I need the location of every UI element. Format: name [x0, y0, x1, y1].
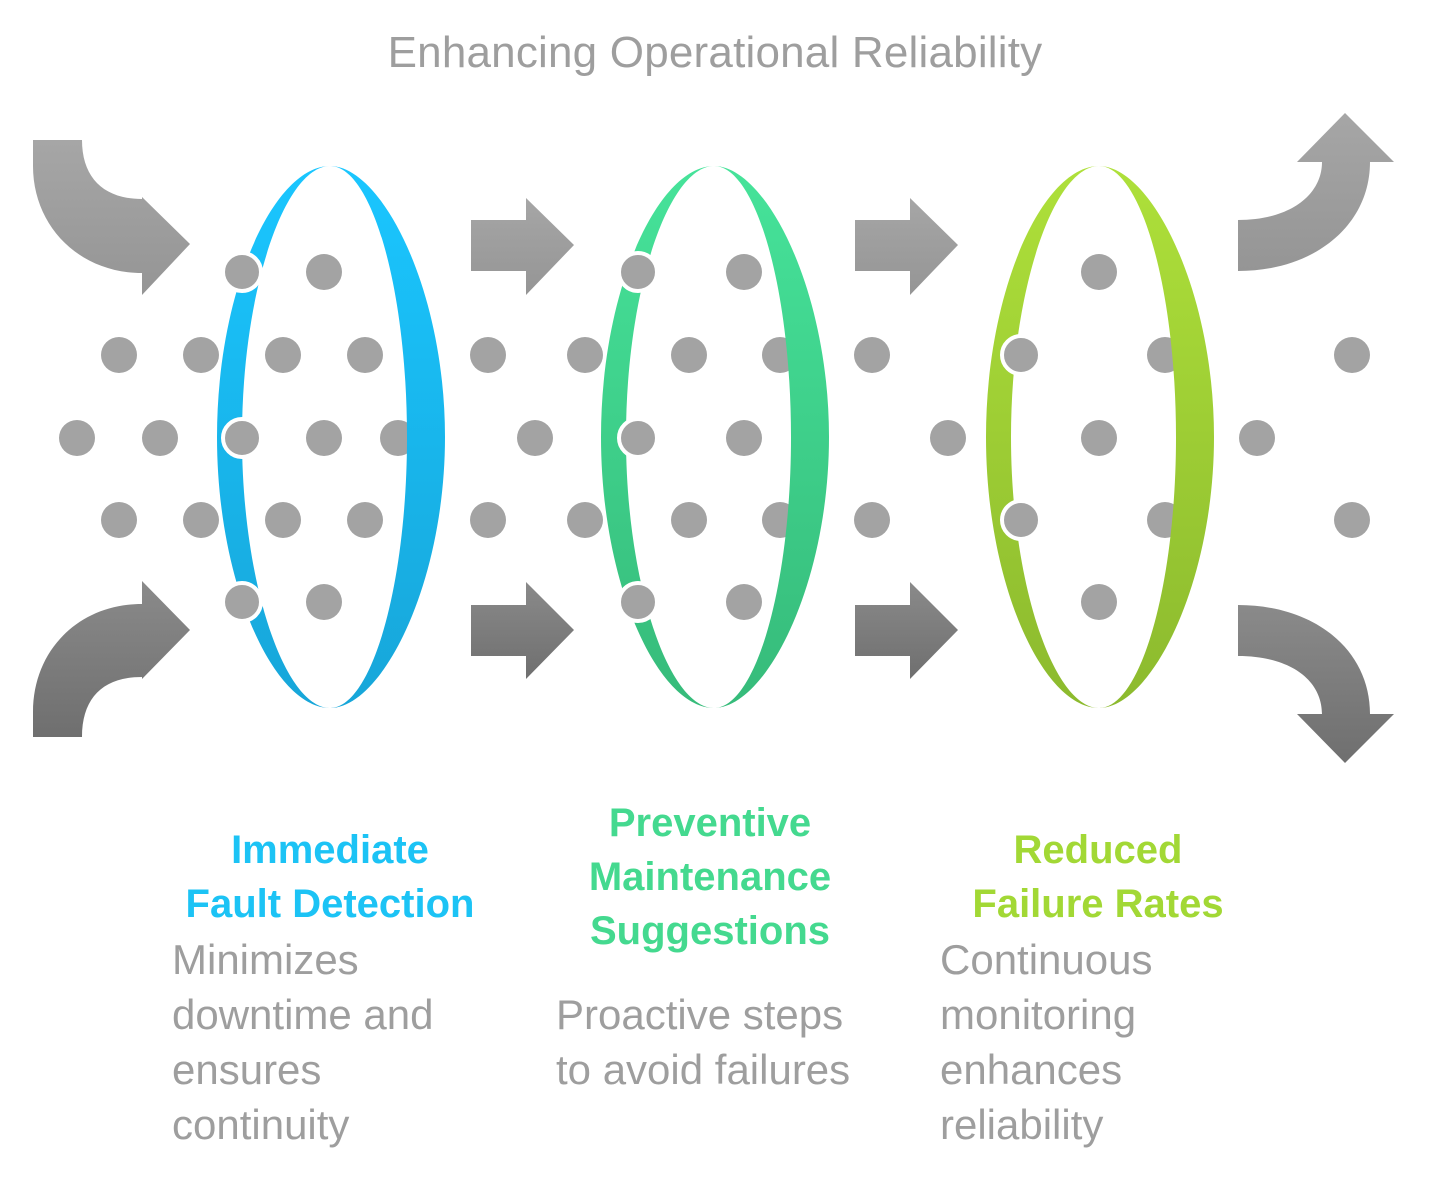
stage-heading-preventive-maintenance: Preventive Maintenance Suggestions [588, 801, 832, 953]
particle-dot [726, 584, 762, 620]
arrows [33, 113, 1394, 763]
stage-heading-fault-detection: Immediate Fault Detection [185, 828, 475, 926]
rings-front [330, 166, 1214, 708]
particle-dot [671, 502, 707, 538]
particle-dot [470, 502, 506, 538]
right-arrow-icon [471, 582, 574, 679]
particle-dot [306, 254, 342, 290]
funnel-graphic [33, 113, 1394, 763]
particle-dot [265, 502, 301, 538]
particle-dot [59, 420, 95, 456]
stage-heading-reduced-failure-rates: Reduced Failure Rates [972, 828, 1224, 926]
particle-dot [567, 502, 603, 538]
ring-marker-dot [221, 581, 263, 623]
ring-back-green [601, 166, 714, 708]
particle-dot [1334, 502, 1370, 538]
particle-dot [183, 502, 219, 538]
particle-dot [347, 502, 383, 538]
ring-front-lime [1099, 166, 1214, 708]
particle-dot [347, 337, 383, 373]
ring-marker-dot [617, 417, 659, 459]
particle-dots [59, 254, 1370, 620]
particle-dot [726, 420, 762, 456]
particle-dot [101, 337, 137, 373]
stage-description-preventive-maintenance: Proactive steps to avoid failures [556, 991, 851, 1093]
particle-dot [1081, 420, 1117, 456]
ring-marker-dot [617, 251, 659, 293]
ring-back-blue [217, 166, 330, 708]
ring-back-lime [986, 166, 1099, 708]
right-arrow-icon [471, 198, 574, 295]
particle-dot [726, 254, 762, 290]
curved-arrow-out-bottom-icon [1238, 605, 1394, 763]
particle-dot [1239, 420, 1275, 456]
particle-dot [142, 420, 178, 456]
particle-dot [470, 337, 506, 373]
right-arrow-icon [855, 582, 958, 679]
particle-dot [306, 584, 342, 620]
particle-dot [1081, 584, 1117, 620]
curved-arrow-out-top-icon [1238, 113, 1394, 271]
curved-arrow-in-bottom-icon [33, 581, 190, 737]
rings-back [217, 166, 1099, 708]
right-arrow-icon [855, 198, 958, 295]
curved-arrow-in-top-icon [33, 140, 190, 295]
ring-marker-dot [1000, 499, 1042, 541]
ring-front-blue [330, 166, 445, 708]
particle-dot [517, 420, 553, 456]
diagram-title: Enhancing Operational Reliability [387, 28, 1043, 77]
particle-dot [567, 337, 603, 373]
ring-marker-dot [617, 581, 659, 623]
particle-dot [306, 420, 342, 456]
ring-markers [221, 251, 1042, 623]
particle-dot [671, 337, 707, 373]
stage-description-fault-detection: Minimizes downtime and ensures continuit… [172, 936, 434, 1148]
particle-dot [265, 337, 301, 373]
particle-dot [930, 420, 966, 456]
particle-dot [183, 337, 219, 373]
ring-marker-dot [221, 251, 263, 293]
particle-dot [1334, 337, 1370, 373]
particle-dot [854, 502, 890, 538]
particle-dot [101, 502, 137, 538]
ring-marker-dot [221, 417, 263, 459]
stage-description-reduced-failure-rates: Continuous monitoring enhances reliabili… [940, 936, 1153, 1148]
particle-dot [854, 337, 890, 373]
ring-marker-dot [1000, 334, 1042, 376]
ring-front-green [714, 166, 829, 708]
particle-dot [1081, 254, 1117, 290]
